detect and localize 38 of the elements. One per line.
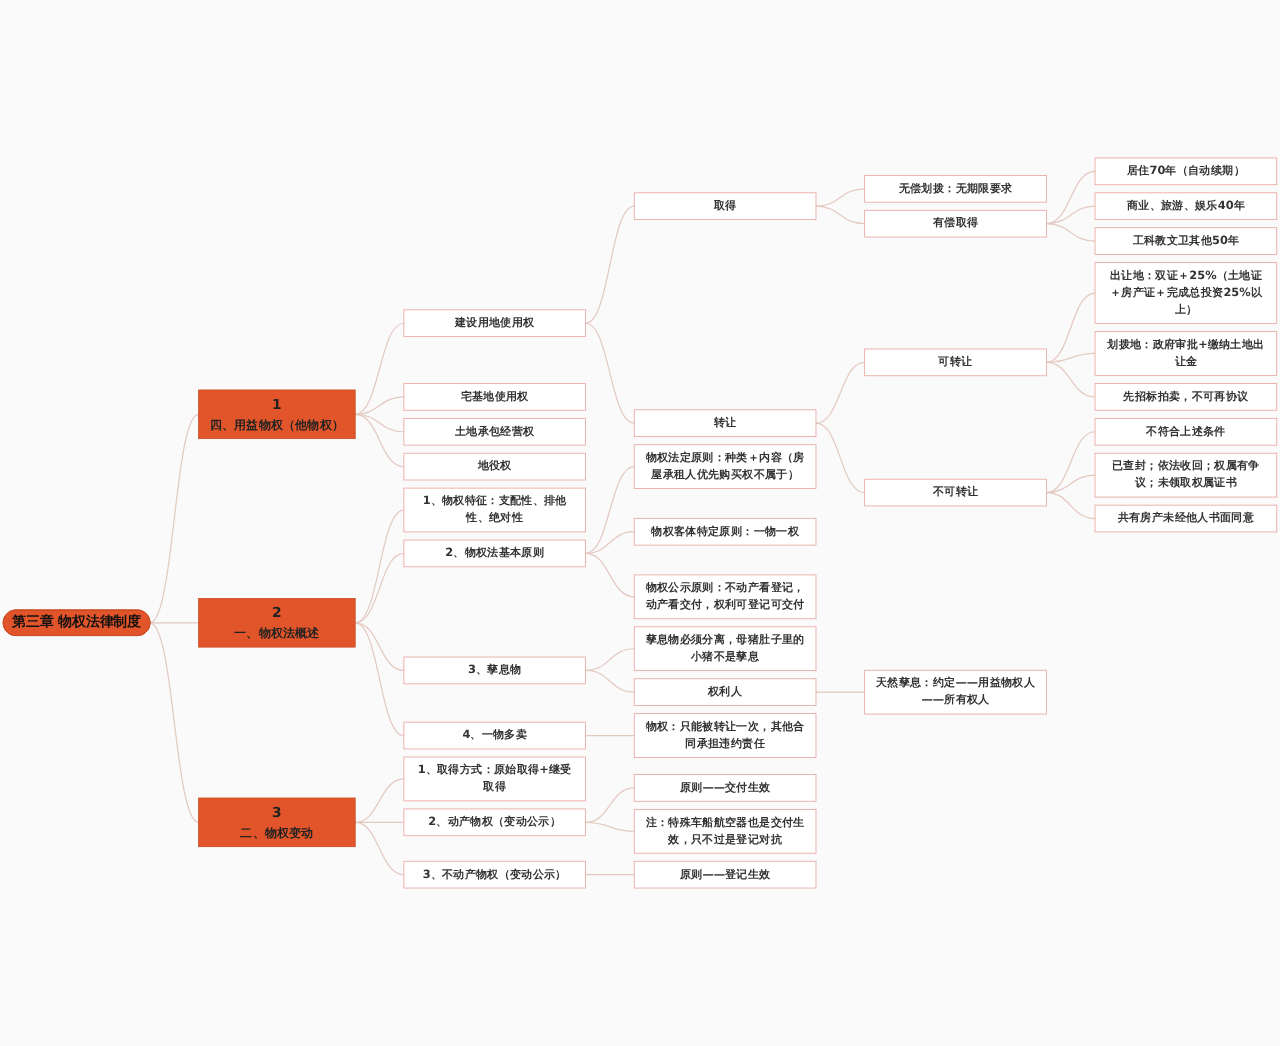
connector: [585, 734, 635, 737]
connector: [354, 821, 405, 876]
connector: [1045, 223, 1096, 242]
connector: [354, 552, 405, 624]
connector: [354, 396, 405, 415]
connector: [1045, 170, 1096, 225]
connector: [815, 361, 866, 424]
connector: [585, 552, 635, 598]
connector: [149, 413, 200, 624]
connector: [585, 669, 635, 693]
connector: [585, 205, 635, 324]
connector: [1045, 352, 1096, 363]
connector: [1045, 361, 1096, 398]
connector: [585, 787, 635, 823]
connector: [354, 322, 405, 415]
connector: [354, 821, 405, 823]
connector: [815, 691, 866, 693]
connector: [354, 622, 405, 737]
connector: [1045, 474, 1096, 494]
connector: [585, 821, 635, 832]
connector: [354, 413, 405, 433]
connector: [149, 622, 200, 624]
connector: [585, 322, 635, 424]
connector: [815, 422, 866, 494]
connector: [354, 413, 405, 468]
connector: [815, 188, 866, 207]
connector: [585, 648, 635, 672]
connector: [354, 622, 405, 672]
connector: [815, 205, 866, 225]
connector: [354, 509, 405, 624]
connector: [585, 531, 635, 555]
connector: [1045, 491, 1096, 520]
connector: [1045, 431, 1096, 494]
connector: [585, 874, 635, 876]
connector: [149, 622, 200, 823]
connector: [1045, 292, 1096, 363]
connector: [585, 466, 635, 555]
connector: [354, 778, 405, 823]
